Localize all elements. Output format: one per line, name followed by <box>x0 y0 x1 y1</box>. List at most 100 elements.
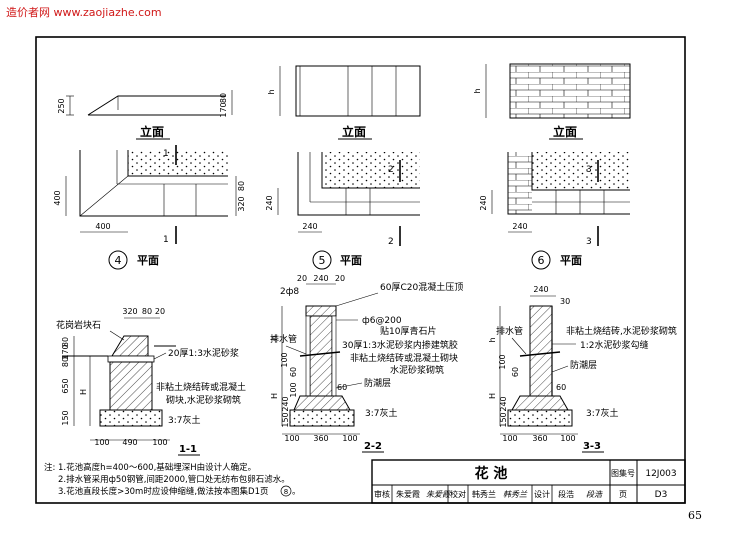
s33-dim-100-right: 100 <box>560 434 575 443</box>
s22-mortar-label: 30厚1:3水泥砂浆内掺建筑胶 <box>342 339 458 351</box>
s33-dim-H: H <box>488 393 497 399</box>
d4-dim-80b: 80 <box>237 181 246 191</box>
s22-dim-240: 240 <box>281 396 290 411</box>
s22-lime-label: 3:7灰土 <box>365 407 398 419</box>
s11-mortar-label: 20厚1:3水泥砂浆 <box>168 347 239 359</box>
d6-elevation-label: 立面 <box>553 124 577 139</box>
d4-dim-400-vertical: 400 <box>53 190 62 205</box>
s22-dim-100: 100 <box>289 382 298 397</box>
d4-dim-320: 320 <box>237 196 246 211</box>
detail-4-plan: 1 1 400 80 320 400 4 平面 <box>53 145 246 270</box>
s11-wall-note-2: 砌块,水泥砂浆砌筑 <box>166 394 241 406</box>
note-2: 2.排水管采用ф50钢管,间距2000,管口处无纺布包卵石滤水。 <box>58 474 290 485</box>
s11-dim-100-left: 100 <box>94 438 109 447</box>
d4-number: 4 <box>115 254 122 267</box>
s11-dim-650: 650 <box>61 378 70 393</box>
s33-dim-150: 150 <box>499 412 508 427</box>
s11-dim-320: 320 <box>122 307 137 316</box>
note-1: 1.花池高度h=400～600,基础埋深H由设计人确定。 <box>58 462 256 473</box>
s11-dim-20: 20 <box>155 307 165 316</box>
check-label: 校对 <box>450 489 466 499</box>
s22-drain-label: 排水管 <box>270 333 297 345</box>
s11-granite-label: 花岗岩块石 <box>56 319 101 331</box>
s11-dim-80: 80 <box>142 307 152 316</box>
section-1-1: 320 80 20 花岗岩块石 20厚1:3水泥砂浆 非粘土烧结砖或混凝土 砌块… <box>56 307 246 456</box>
s33-dim-60-a: 60 <box>511 367 520 377</box>
watermark-text: 造价者网 www.zaojiazhe.com <box>6 6 162 19</box>
checker-signature: 韩秀兰 <box>503 490 528 499</box>
s33-drain-label: 排水管 <box>496 325 523 337</box>
d5-number: 5 <box>319 254 326 267</box>
notes-title: 注: <box>44 462 55 473</box>
d6-cut-top: 3 <box>586 165 592 175</box>
s11-dim-H: H <box>79 389 88 395</box>
s22-dim-60-b: 60 <box>337 383 347 392</box>
s33-joint-label: 1:2水泥砂浆勾缝 <box>580 339 649 351</box>
d6-number: 6 <box>538 254 545 267</box>
s22-label: 2-2 <box>364 441 382 452</box>
detail-6-plan: 3 3 240 240 6 平面 <box>479 152 630 270</box>
s22-rebar-label: 2ф8 <box>280 287 299 297</box>
d4-cut-bottom: 1 <box>163 235 169 245</box>
s22-dim-20-right: 20 <box>335 274 345 283</box>
s11-lime-label: 3:7灰土 <box>168 414 201 426</box>
s33-dim-240-vertical: 240 <box>499 396 508 411</box>
d5-cut-top: 2 <box>388 165 394 175</box>
s33-brick-label: 非粘土烧结砖,水泥砂浆砌筑 <box>566 325 677 337</box>
note-3-ref: 8 <box>284 488 288 496</box>
page-number: 65 <box>688 509 702 522</box>
reviewer-signature: 朱爱霞 <box>426 490 451 499</box>
s22-dim-100-right: 100 <box>342 434 357 443</box>
d5-plan-label: 平面 <box>340 254 362 267</box>
note-3: 3.花池直段长度>30m时应设伸缩缝,做法按本图集D1页 <box>58 486 269 497</box>
d5-dim-240-vertical: 240 <box>265 195 274 210</box>
d6-dim-h: h <box>473 88 482 93</box>
s33-label: 3-3 <box>583 441 601 452</box>
s11-dim-150: 150 <box>61 410 70 425</box>
atlas-number: 12J003 <box>645 469 676 479</box>
page-code: D3 <box>655 490 668 500</box>
s22-dim-360: 360 <box>313 434 328 443</box>
review-label: 审核 <box>374 489 390 499</box>
s33-dim-h: h <box>488 337 497 342</box>
s22-brick-label-1: 非粘土烧结砖或混凝土砌块 <box>350 352 458 364</box>
d4-dim-250: 250 <box>57 98 66 113</box>
d6-cut-bottom: 3 <box>586 237 592 247</box>
d5-dim-h: h <box>267 89 276 94</box>
s11-label: 1-1 <box>179 444 197 455</box>
section-3-3: 240 30 非粘土烧结砖,水泥砂浆砌筑 1:2水泥砂浆勾缝 防潮层 排水管 3… <box>488 285 677 453</box>
detail-6-elevation: h 立面 <box>473 63 631 140</box>
d4-elevation-label: 立面 <box>140 124 164 139</box>
s33-dim-100: 100 <box>498 354 507 369</box>
s22-damp-label: 防潮层 <box>364 377 391 389</box>
s22-dim-100-left: 100 <box>284 434 299 443</box>
d5-cut-bottom: 2 <box>388 237 394 247</box>
reviewer-name: 朱爱霞 <box>396 489 420 499</box>
d5-dim-240-horizontal: 240 <box>302 222 317 231</box>
d4-dim-170: 170 <box>219 102 228 117</box>
s22-dim-H: H <box>270 393 279 399</box>
s33-lime-label: 3:7灰土 <box>586 407 619 419</box>
title-block-title: 花 池 <box>475 465 508 482</box>
s22-dim-240: 240 <box>313 274 328 283</box>
design-label: 设计 <box>534 489 550 499</box>
s22-dim-20-left: 20 <box>297 274 307 283</box>
section-2-2: 20 240 20 2ф8 60厚C20混凝土压顶 ф6@200 贴10厚青石片… <box>270 274 463 453</box>
s22-dim-h: h <box>270 335 279 340</box>
s33-dim-360: 360 <box>532 434 547 443</box>
detail-5-plan: 2 2 240 240 5 平面 <box>265 152 420 270</box>
notes: 注: 1.花池高度h=400～600,基础埋深H由设计人确定。 2.排水管采用ф… <box>44 462 301 497</box>
page-label: 页 <box>619 490 627 499</box>
s11-dim-100-right: 100 <box>152 438 167 447</box>
s33-dim-60-b: 60 <box>556 383 566 392</box>
designer-signature: 段浩 <box>586 490 603 499</box>
s11-dim-80-b: 80 <box>61 357 70 367</box>
s33-dim-100-left: 100 <box>502 434 517 443</box>
s22-brick-label-2: 水泥砂浆砌筑 <box>390 364 444 376</box>
s33-dim-240: 240 <box>533 285 548 294</box>
atlas-label: 图集号 <box>611 468 635 478</box>
d6-plan-label: 平面 <box>560 254 582 267</box>
checker-name: 韩秀兰 <box>472 489 496 499</box>
d6-dim-240-vertical: 240 <box>479 195 488 210</box>
